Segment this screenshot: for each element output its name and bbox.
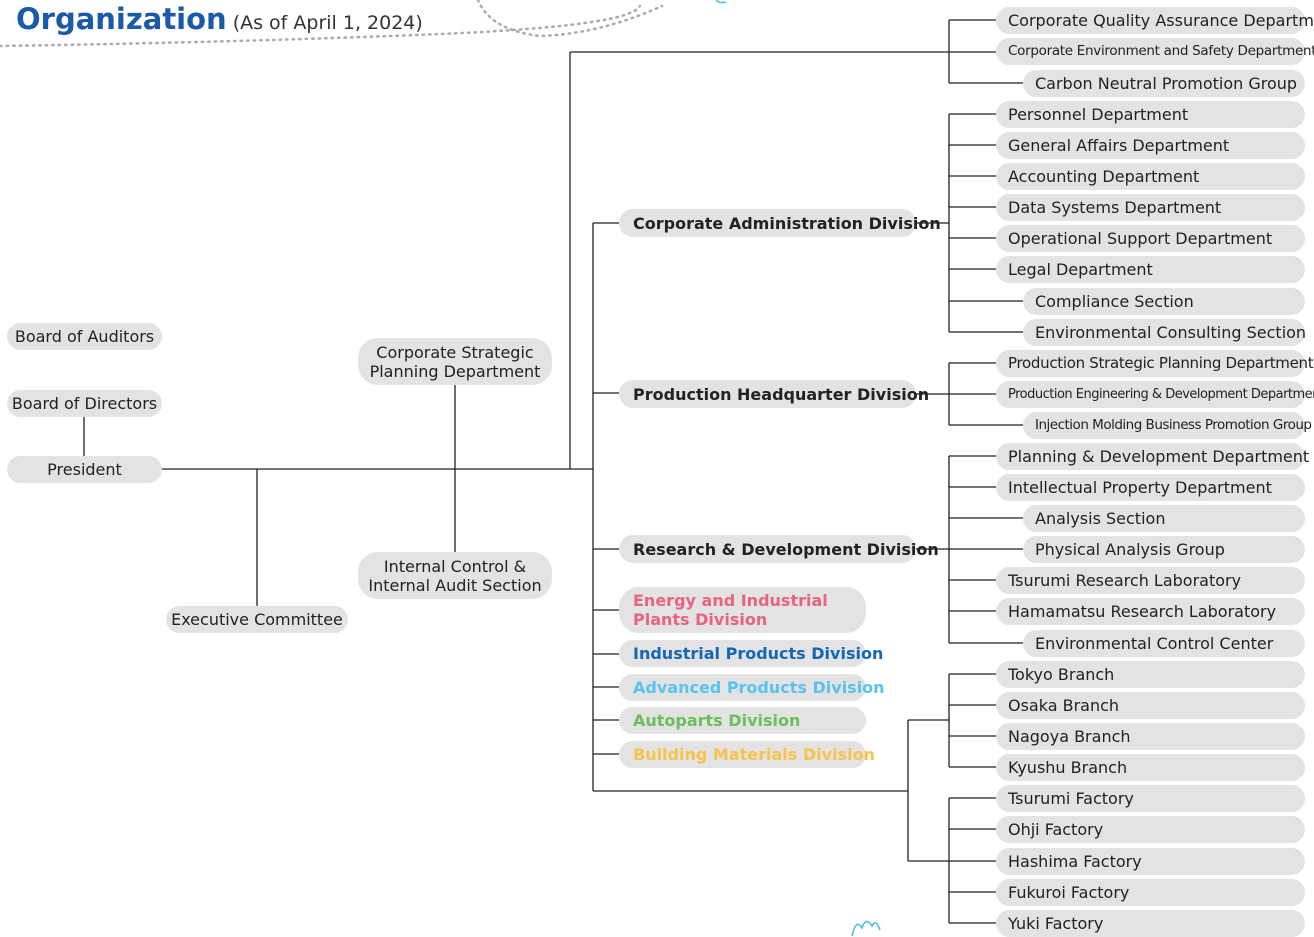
corporate-dept-node: Corporate Environment and Safety Departm… [996,38,1314,65]
division-rnd: Research & Development Division [619,535,939,563]
branch-node: Osaka Branch [996,692,1305,719]
production-hq-unit: Production Engineering & Development Dep… [996,381,1314,408]
factory-node: Yuki Factory [996,910,1305,937]
chart-title: Organization(As of April 1, 2024) [16,2,423,36]
corporate-dept-node: Corporate Quality Assurance Department [996,7,1314,34]
internal-control-node: Internal Control & Internal Audit Sectio… [358,552,552,599]
division-autoparts: Autoparts Division [619,707,866,734]
rnd-unit: Hamamatsu Research Laboratory [996,598,1305,625]
title-subtitle: (As of April 1, 2024) [232,12,423,34]
title-main: Organization [16,2,227,36]
branch-node: Kyushu Branch [996,754,1305,781]
board-of-directors-node: Board of Directors [7,390,162,417]
division-production-hq: Production Headquarter Division [619,380,929,408]
factory-node: Ohji Factory [996,816,1305,843]
corporate-admin-unit: Legal Department [996,256,1305,283]
branch-node: Nagoya Branch [996,723,1305,750]
rnd-unit: Environmental Control Center [1023,630,1305,657]
corporate-admin-unit: Personnel Department [996,101,1305,128]
corporate-admin-unit: Environmental Consulting Section [1023,319,1306,346]
rnd-unit: Tsurumi Research Laboratory [996,567,1305,594]
factory-node: Hashima Factory [996,848,1305,875]
division-building-materials: Building Materials Division [619,741,875,768]
production-hq-unit: Injection Molding Business Promotion Gro… [1023,412,1312,439]
division-advanced-products: Advanced Products Division [619,674,885,701]
corporate-admin-unit: General Affairs Department [996,132,1305,159]
division-industrial-products: Industrial Products Division [619,640,883,667]
corporate-admin-unit: Operational Support Department [996,225,1305,252]
executive-committee-node: Executive Committee [166,606,348,633]
factory-node: Tsurumi Factory [996,785,1305,812]
division-energy: Energy and Industrial Plants Division [619,587,866,633]
corporate-strategic-planning-node: Corporate Strategic Planning Department [358,338,552,385]
rnd-unit: Intellectual Property Department [996,474,1305,501]
division-corporate-admin: Corporate Administration Division [619,209,941,237]
corporate-dept-node: Carbon Neutral Promotion Group [1023,70,1305,97]
production-hq-unit: Production Strategic Planning Department [996,350,1314,377]
branch-node: Tokyo Branch [996,661,1305,688]
factory-node: Fukuroi Factory [996,879,1305,906]
corporate-admin-unit: Data Systems Department [996,194,1305,221]
rnd-unit: Analysis Section [1023,505,1305,532]
corporate-admin-unit: Compliance Section [1023,288,1305,315]
president-node: President [7,456,162,483]
corporate-admin-unit: Accounting Department [996,163,1305,190]
board-of-auditors-node: Board of Auditors [7,323,162,350]
rnd-unit: Planning & Development Department [996,443,1309,470]
rnd-unit: Physical Analysis Group [1023,536,1305,563]
